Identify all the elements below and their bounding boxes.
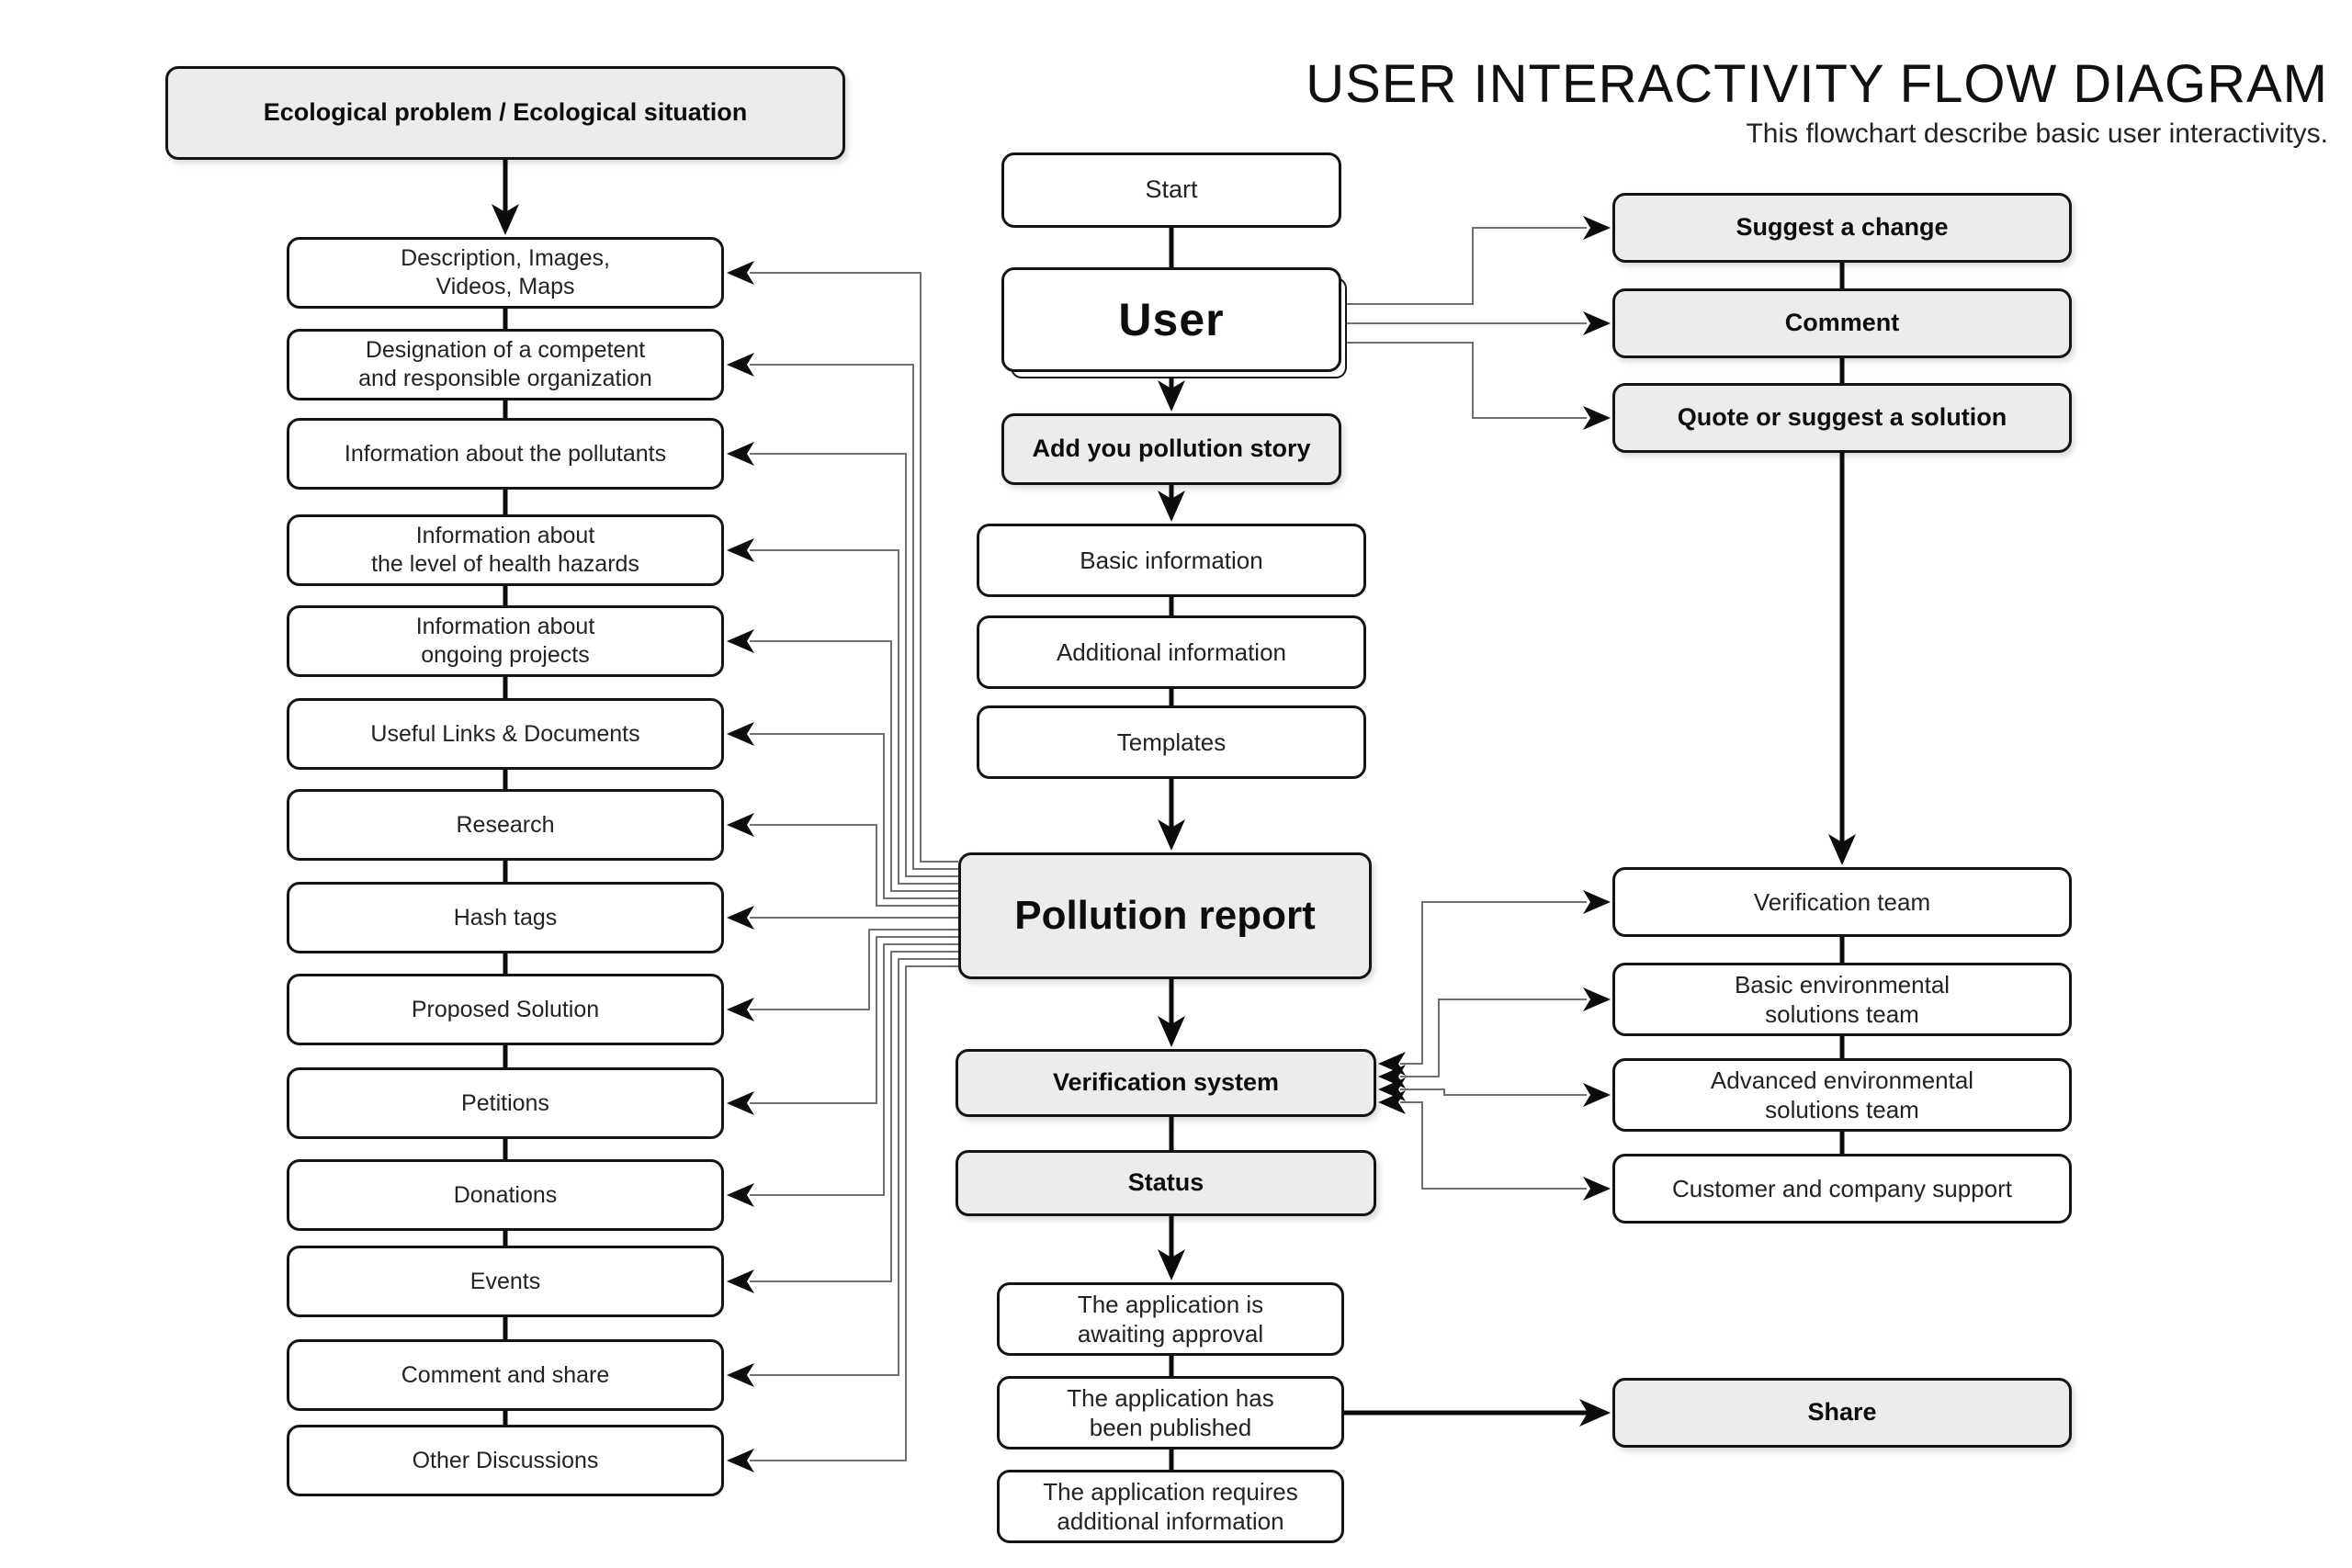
node-status: Status [956,1150,1376,1216]
node-info-health-hazards: Information about the level of health ha… [287,514,724,586]
node-basic-environmental-team: Basic environmental solutions team [1612,963,2072,1036]
node-templates: Templates [977,705,1366,779]
spine-arrowheads [492,204,1856,1427]
node-share: Share [1612,1378,2072,1448]
node-requires-additional-info: The application requires additional info… [997,1470,1344,1543]
node-useful-links: Useful Links & Documents [287,698,724,770]
node-add-pollution-story: Add you pollution story [1001,413,1341,485]
links-verification-to-teams [1400,901,1587,1190]
node-awaiting-approval: The application is awaiting approval [997,1282,1344,1356]
node-designation-organization: Designation of a competent and responsib… [287,329,724,400]
node-donations: Donations [287,1159,724,1231]
fan-pollution-to-left [750,272,958,1461]
links-user-to-actions [1341,227,1587,419]
node-additional-information: Additional information [977,615,1366,689]
node-user: User [1001,267,1341,372]
node-info-ongoing-projects: Information about ongoing projects [287,605,724,677]
node-pollution-report: Pollution report [958,852,1372,979]
node-ecological-problem: Ecological problem / Ecological situatio… [165,66,845,160]
node-events: Events [287,1246,724,1317]
page-title: USER INTERACTIVITY FLOW DIAGRAM [1306,54,2328,114]
arrowheads-into-verification-system [1378,1052,1406,1114]
node-published: The application has been published [997,1376,1344,1450]
node-info-pollutants: Information about the pollutants [287,418,724,490]
node-customer-company-support: Customer and company support [1612,1154,2072,1224]
node-petitions: Petitions [287,1067,724,1139]
node-hash-tags: Hash tags [287,882,724,953]
node-verification-system: Verification system [956,1049,1376,1117]
node-comment: Comment [1612,288,2072,358]
arrowheads-right-boxes [1583,216,1611,1201]
node-start: Start [1001,152,1341,228]
arrowheads-left-rows [727,261,754,1472]
diagram-title-block: USER INTERACTIVITY FLOW DIAGRAM This flo… [1306,53,2328,150]
page-subtitle: This flowchart describe basic user inter… [1746,118,2328,149]
node-verification-team: Verification team [1612,867,2072,937]
node-proposed-solution: Proposed Solution [287,974,724,1045]
node-basic-information: Basic information [977,524,1366,597]
node-other-discussions: Other Discussions [287,1425,724,1496]
node-comment-and-share: Comment and share [287,1339,724,1411]
node-description-images: Description, Images, Videos, Maps [287,237,724,309]
node-advanced-environmental-team: Advanced environmental solutions team [1612,1058,2072,1132]
node-quote-or-suggest-solution: Quote or suggest a solution [1612,383,2072,453]
node-research: Research [287,789,724,861]
node-suggest-a-change: Suggest a change [1612,193,2072,263]
